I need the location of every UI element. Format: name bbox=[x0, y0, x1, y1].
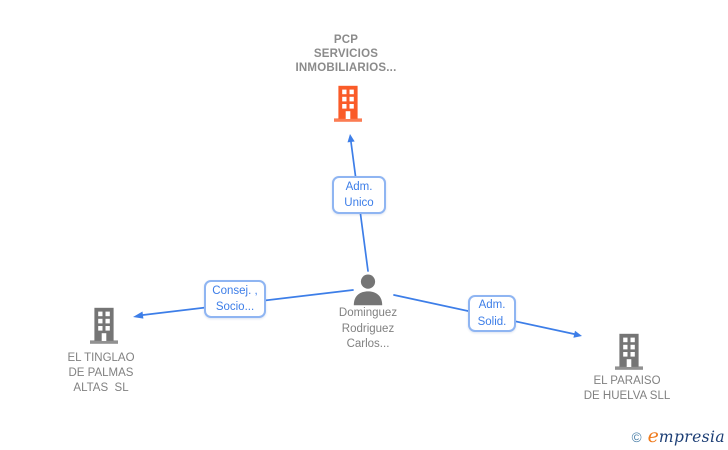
arrowhead-to-main-company bbox=[347, 134, 355, 143]
building-icon bbox=[334, 85, 362, 127]
arrowhead-to-company-right bbox=[573, 330, 582, 338]
company-left-name: EL TINGLAO DE PALMAS ALTAS SL bbox=[67, 352, 135, 394]
edge-label-adm-solid[interactable]: Adm. Solid. bbox=[468, 295, 516, 332]
person-icon bbox=[351, 272, 385, 311]
main-company-name: PCP SERVICIOS INMOBILIARIOS... bbox=[295, 34, 397, 74]
arrowhead-to-company-left bbox=[133, 311, 144, 319]
brand-name-rest: mpresia bbox=[658, 428, 725, 446]
copyright-icon: © bbox=[631, 430, 642, 445]
edge-label-adm-unico[interactable]: Adm. Unico bbox=[332, 176, 386, 214]
company-right-name: EL PARAISO DE HUELVA SLL bbox=[583, 375, 671, 402]
building-icon bbox=[615, 333, 643, 375]
edge-label-consej-socio[interactable]: Consej. , Socio... bbox=[204, 280, 266, 318]
building-icon bbox=[90, 307, 118, 349]
brand-letter-e: e bbox=[647, 425, 659, 447]
person-name: Dominguez Rodriguez Carlos... bbox=[338, 307, 398, 350]
